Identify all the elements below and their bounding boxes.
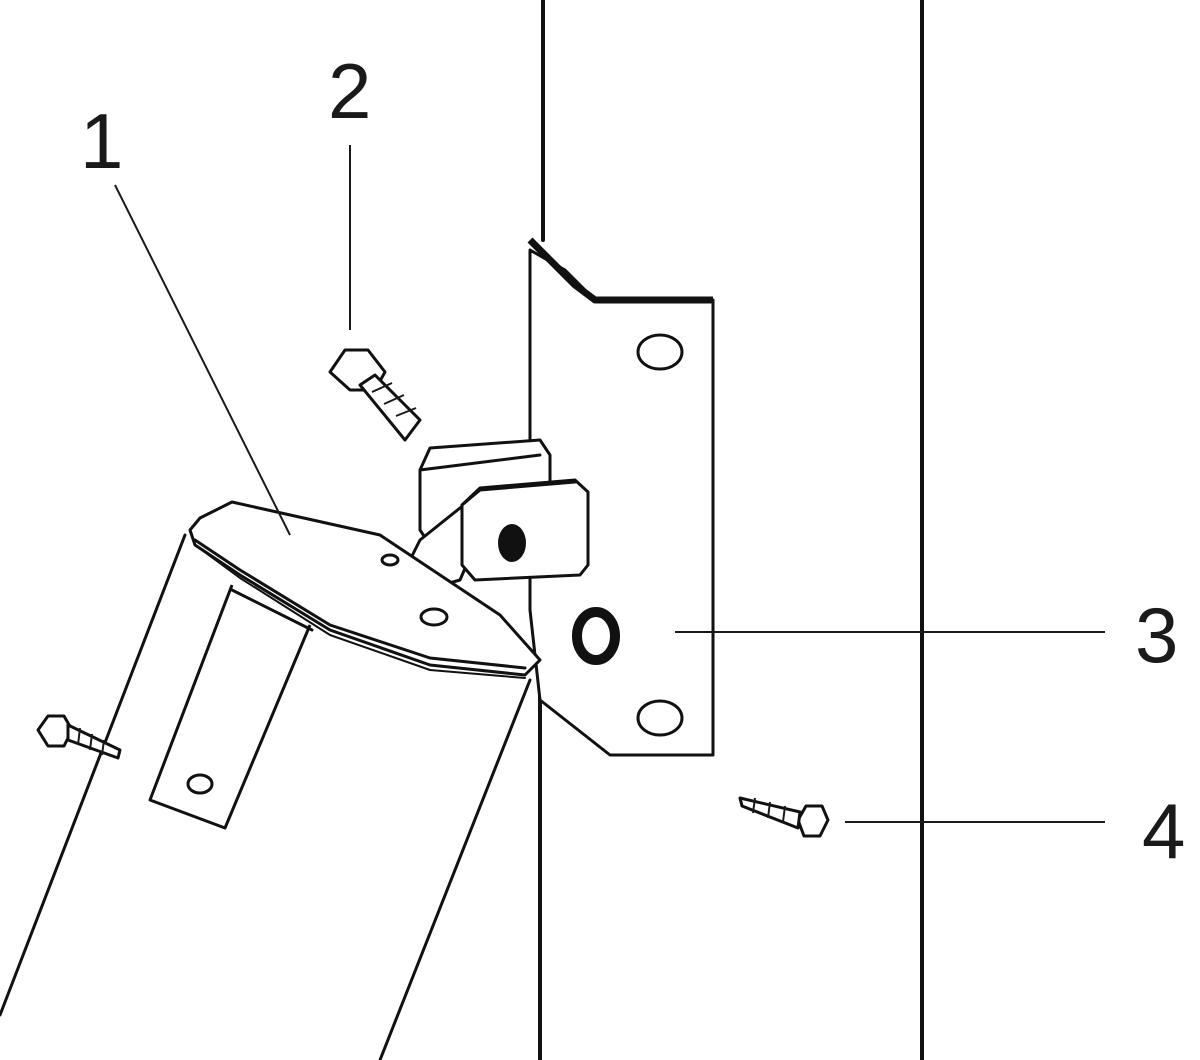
knuckle-pin-hole [498, 524, 526, 562]
plate-hole-center [572, 607, 620, 665]
plate-hole-bottom [636, 699, 684, 737]
door-leaf [0, 533, 532, 1060]
screw-right [738, 796, 830, 838]
callout-labels: 1 2 3 4 [80, 47, 1185, 875]
plate-hole-top [636, 333, 684, 371]
callout-3: 3 [1135, 591, 1178, 679]
screw-left [36, 714, 122, 760]
door-frame [538, 0, 924, 1060]
hinge-plate [527, 237, 715, 757]
hinge-knuckles [408, 438, 590, 592]
leader-line-1 [114, 184, 291, 536]
door-bracket [148, 500, 542, 830]
bolt [328, 348, 422, 442]
callout-2: 2 [328, 47, 371, 135]
callout-4: 4 [1142, 787, 1185, 875]
leader-lines [114, 145, 1105, 823]
callout-1: 1 [80, 97, 123, 185]
